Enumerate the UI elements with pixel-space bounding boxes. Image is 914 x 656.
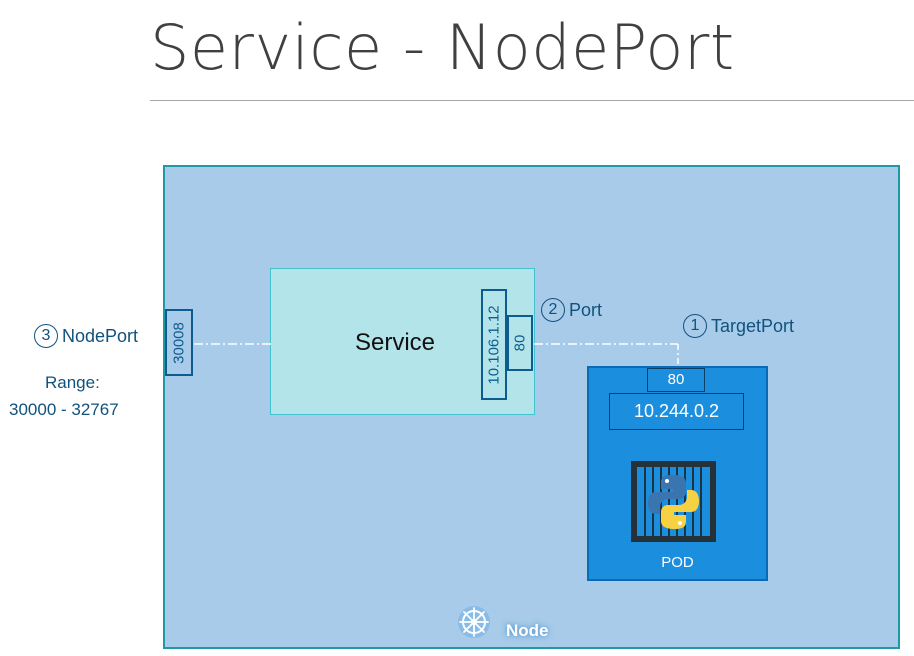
targetport-number-badge: 1 (683, 314, 707, 338)
service-port-box: 80 (507, 315, 533, 371)
nodeport-callout: 3 NodePort (34, 324, 138, 348)
service-label: Service (355, 329, 436, 356)
nodeport-number-badge: 3 (34, 324, 58, 348)
port-number-badge: 2 (541, 298, 565, 322)
node-label: Node (506, 621, 549, 640)
service-port-value: 80 (511, 334, 529, 352)
nodeport-label: NodePort (62, 325, 139, 346)
targetport-label: TargetPort (711, 315, 795, 336)
nodeport-value-box: 30008 (165, 309, 193, 376)
kubernetes-icon (458, 606, 490, 638)
title-divider (150, 100, 914, 101)
port-callout: 2 Port (541, 298, 602, 322)
cluster-ip-box: 10.106.1.12 (481, 289, 507, 400)
port-label: Port (569, 299, 603, 320)
pod-box (587, 366, 768, 581)
pod-label: POD (661, 554, 694, 571)
python-container-icon (631, 461, 716, 542)
range-value: 30000 - 32767 (9, 400, 119, 419)
range-title: Range: (45, 373, 100, 392)
nodeport-value: 30008 (170, 321, 188, 364)
pod-ip-box: 10.244.0.2 (609, 393, 744, 430)
page-title: Service - NodePort (150, 11, 735, 84)
target-port-box: 80 (647, 368, 705, 392)
targetport-callout: 1 TargetPort (683, 314, 794, 338)
service-box (270, 268, 535, 415)
cluster-ip-value: 10.106.1.12 (485, 304, 503, 385)
